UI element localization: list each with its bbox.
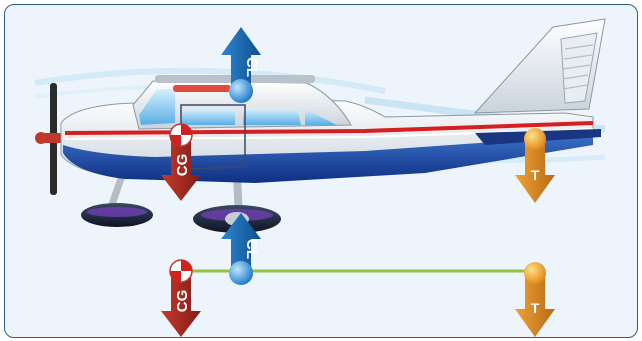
tail-label-upper: T: [531, 167, 540, 183]
diagram-panel: CL CG T CL CG T: [4, 4, 638, 338]
tail-fin: [475, 19, 605, 113]
tail-label-lower: T: [531, 300, 540, 316]
airplane-balance-diagram: CL CG T CL CG T: [5, 5, 637, 337]
lift-label-upper: CL: [243, 57, 260, 77]
tail-arrow-lower: T: [515, 262, 555, 337]
cg-label-upper: CG: [174, 154, 191, 177]
lift-label-lower: CL: [243, 239, 260, 259]
cg-label-lower: CG: [174, 290, 191, 313]
propeller: [35, 83, 63, 195]
